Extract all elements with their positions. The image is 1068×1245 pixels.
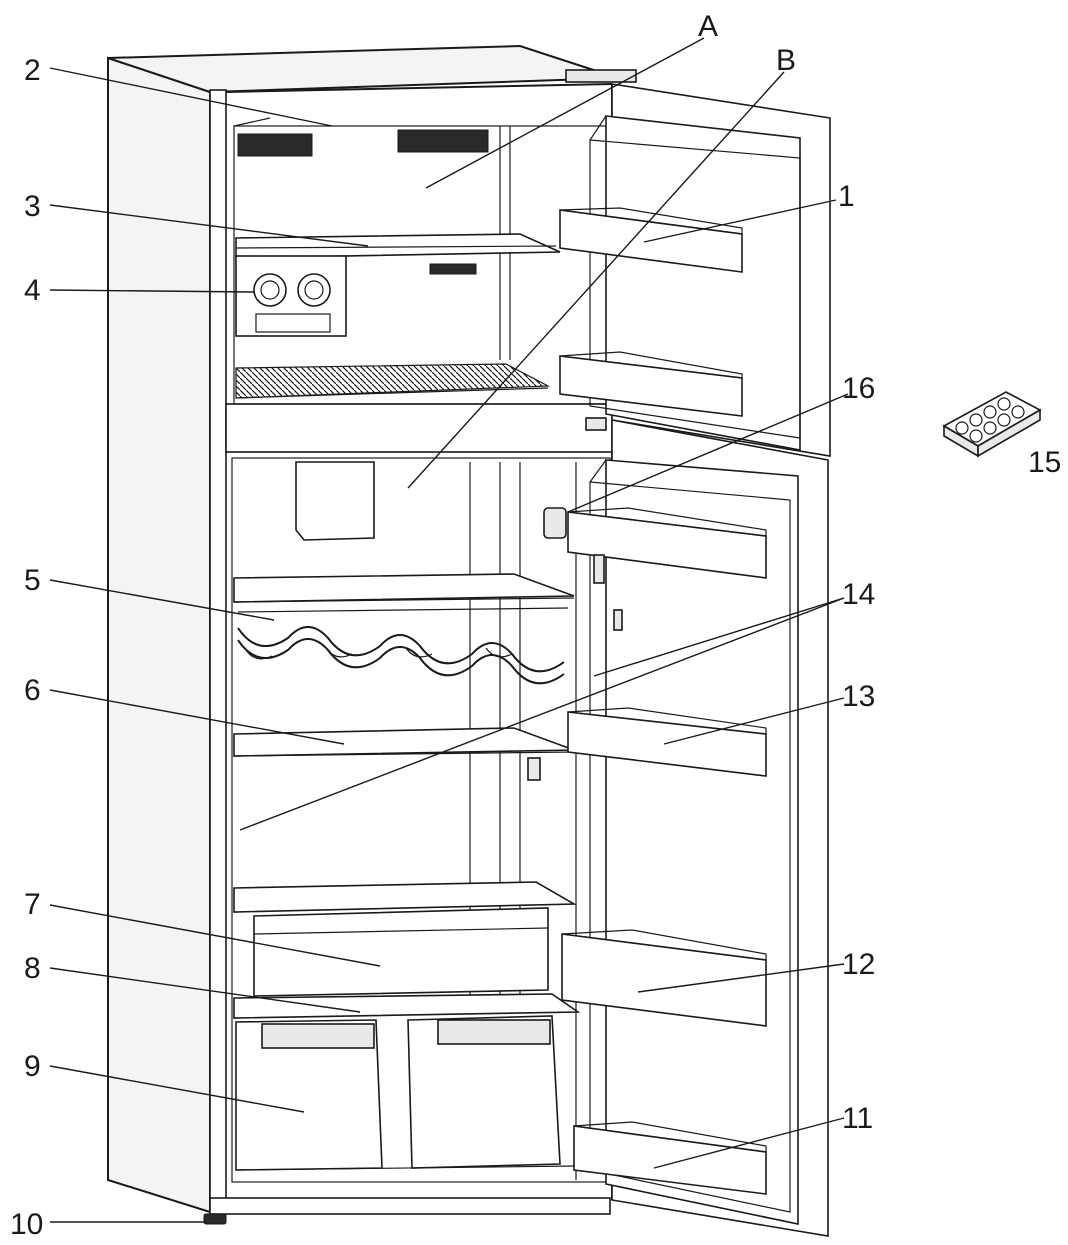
label-12: 12 <box>842 948 875 981</box>
label-13: 13 <box>842 680 875 713</box>
egg-tray <box>942 391 1042 458</box>
label-3: 3 <box>24 190 41 223</box>
freezer-door <box>559 69 831 457</box>
label-1: 1 <box>838 180 855 213</box>
label-4: 4 <box>24 274 41 307</box>
label-6: 6 <box>24 674 41 707</box>
freezer-compartment <box>233 117 609 405</box>
part-labels: A B 1 2 3 4 5 6 7 8 9 10 11 12 13 14 15 … <box>10 10 1061 1241</box>
label-15: 15 <box>1028 446 1061 479</box>
label-B: B <box>776 44 796 77</box>
label-14: 14 <box>842 578 875 611</box>
label-11: 11 <box>842 1102 873 1135</box>
label-2: 2 <box>24 54 41 87</box>
bottle-rack <box>237 607 569 685</box>
fridge-compartment <box>203 457 611 1225</box>
label-7: 7 <box>24 888 41 921</box>
label-A: A <box>698 10 718 43</box>
label-5: 5 <box>24 564 41 597</box>
label-16: 16 <box>842 372 875 405</box>
label-9: 9 <box>24 1050 41 1083</box>
label-10: 10 <box>10 1208 43 1241</box>
leader-lines <box>49 37 849 1223</box>
fridge-door <box>543 419 829 1237</box>
label-8: 8 <box>24 952 41 985</box>
